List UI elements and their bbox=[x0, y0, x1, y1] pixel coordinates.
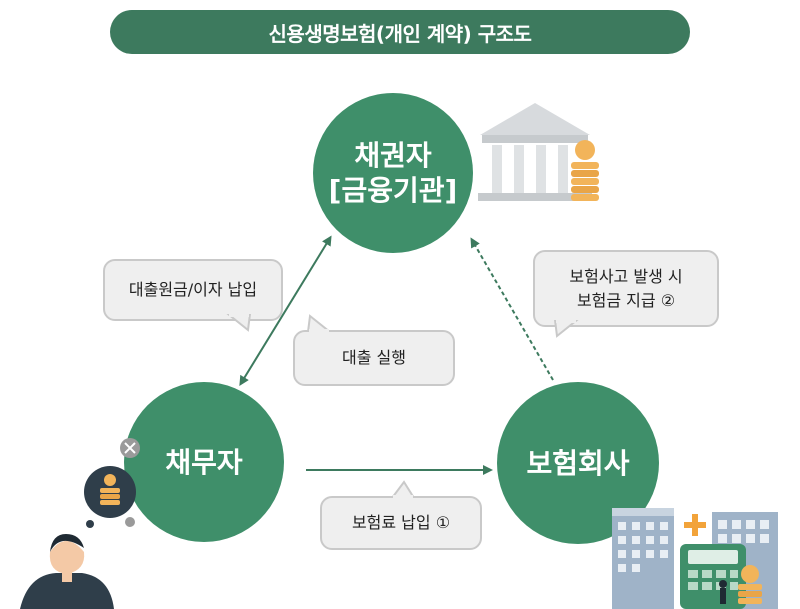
debtor-label: 채무자 bbox=[165, 445, 243, 479]
premium-label: 보험료 납입 ① bbox=[351, 513, 451, 533]
repayment-bubble: 대출원금/이자 납입 bbox=[103, 259, 283, 321]
creditor-sublabel: [금융기관] bbox=[328, 174, 458, 207]
premium-bubble: 보험료 납입 ① bbox=[320, 496, 482, 550]
loan-bubble: 대출 실행 bbox=[293, 330, 455, 386]
insurer-creditor-arrow bbox=[470, 237, 554, 381]
creditor-label: 채권자 bbox=[354, 139, 432, 172]
repayment-bubble-tail bbox=[226, 314, 252, 332]
diagram-title: 신용생명보험(개인 계약) 구조도 bbox=[110, 10, 690, 54]
bank-building-icon bbox=[478, 103, 592, 201]
claim-label-line2: 보험금 지급 ② bbox=[576, 290, 676, 310]
claim-label-line1: 보험사고 발생 시 bbox=[569, 267, 683, 287]
creditor-node: 채권자 [금융기관] bbox=[313, 93, 473, 253]
loan-bubble-tail bbox=[306, 314, 332, 332]
debtor-node: 채무자 bbox=[124, 382, 284, 542]
insurer-label: 보험회사 bbox=[526, 446, 630, 480]
loan-label: 대출 실행 bbox=[342, 348, 406, 368]
calculator-icon bbox=[680, 544, 762, 609]
claim-bubble-tail bbox=[553, 320, 579, 338]
debtor-creditor-arrow bbox=[239, 235, 332, 386]
coin-stack-icon bbox=[571, 140, 599, 201]
repayment-label: 대출원금/이자 납입 bbox=[128, 280, 258, 300]
premium-bubble-tail bbox=[390, 480, 416, 498]
claim-bubble: 보험사고 발생 시 보험금 지급 ② bbox=[533, 250, 719, 327]
person-thinking-icon bbox=[20, 438, 140, 609]
